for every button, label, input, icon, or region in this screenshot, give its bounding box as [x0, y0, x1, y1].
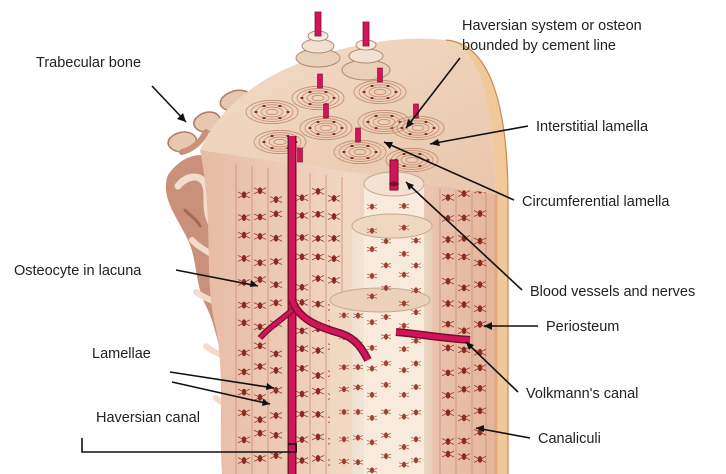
label-canaliculi: Canaliculi: [538, 431, 601, 447]
label-haversian-system-line2: bounded by cement line: [462, 38, 616, 54]
label-osteocyte-in-lacuna: Osteocyte in lacuna: [14, 263, 142, 279]
label-lamellae: Lamellae: [92, 346, 151, 362]
label-haversian-canal: Haversian canal: [96, 410, 200, 426]
label-volkmanns-canal: Volkmann's canal: [526, 386, 638, 402]
label-blood-vessels-nerves: Blood vessels and nerves: [530, 284, 695, 300]
label-circumferential-lamella: Circumferential lamella: [522, 194, 670, 210]
label-periosteum: Periosteum: [546, 319, 619, 335]
label-haversian-system-line1: Haversian system or osteon: [462, 18, 642, 34]
label-interstitial-lamella: Interstitial lamella: [536, 119, 649, 135]
label-trabecular-bone: Trabecular bone: [36, 55, 141, 71]
